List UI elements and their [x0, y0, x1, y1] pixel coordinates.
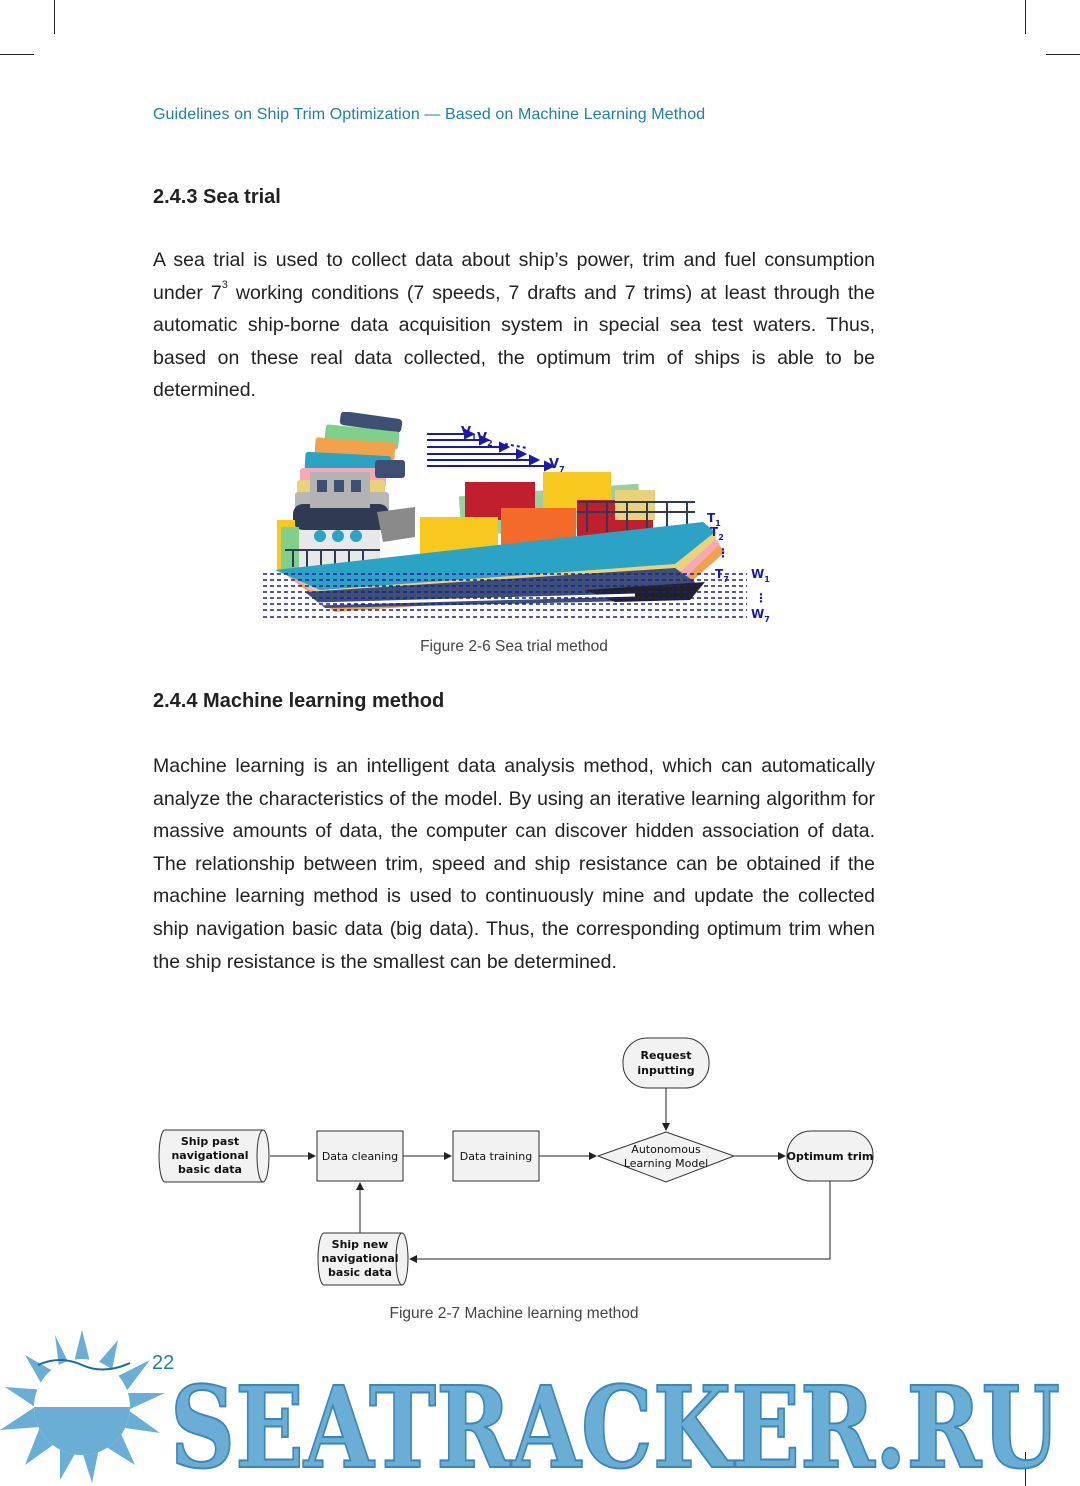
- svg-text:basic data: basic data: [178, 1163, 242, 1176]
- label-w1: W1: [751, 567, 770, 584]
- svg-text:navigational: navigational: [321, 1252, 398, 1265]
- seatracker-watermark: SEATRACKER.RU: [0, 1330, 1061, 1486]
- label-v7: V7: [549, 457, 565, 474]
- crop-mark: [54, 0, 55, 34]
- flowchart-connectors: [270, 1088, 831, 1263]
- machine-learning-paragraph: Machine learning is an intelligent data …: [153, 755, 875, 973]
- svg-text:Ship new: Ship new: [332, 1238, 389, 1251]
- sea-trial-text-a: A sea trial is used to collect data abou…: [153, 249, 875, 304]
- node-autonomous-learning-model: Autonomous Learning Model: [596, 1131, 736, 1183]
- node-optimum-trim: Optimum trim: [786, 1130, 874, 1182]
- sea-trial-figure: V1 V2 V7 T1 T2 ⋮ T7 W1 ⋮ W7: [263, 412, 770, 624]
- label-t2: T2: [710, 525, 724, 542]
- svg-text:Data training: Data training: [460, 1150, 532, 1163]
- crop-mark: [1046, 54, 1080, 55]
- label-t1: T1: [707, 511, 721, 528]
- label-w7: W7: [751, 607, 770, 624]
- page-number: 22: [152, 1352, 175, 1374]
- node-ship-past-data: Ship past navigational basic data: [158, 1129, 270, 1183]
- container-stack: [420, 472, 695, 557]
- svg-text:Request: Request: [641, 1049, 692, 1062]
- crop-mark: [1025, 1452, 1026, 1486]
- machine-learning-flowchart: Ship past navigational basic data Data c…: [158, 1037, 874, 1286]
- waterline-ellipsis: ⋮: [755, 591, 767, 605]
- svg-text:Autonomous: Autonomous: [631, 1143, 701, 1156]
- svg-text:basic data: basic data: [328, 1266, 392, 1279]
- sun-logo: [0, 1330, 165, 1483]
- label-v1: V1: [461, 425, 477, 442]
- node-request-inputting: Request inputting: [622, 1037, 710, 1089]
- section-heading-sea-trial: 2.4.3 Sea trial: [153, 186, 281, 208]
- svg-text:inputting: inputting: [637, 1064, 694, 1077]
- section-heading-machine-learning: 2.4.4 Machine learning method: [153, 690, 445, 712]
- crop-mark: [0, 54, 34, 55]
- svg-text:Learning Model: Learning Model: [624, 1157, 708, 1170]
- label-t7: T7: [715, 567, 729, 584]
- figure-2-7-caption: Figure 2-7 Machine learning method: [389, 1305, 639, 1322]
- running-header: Guidelines on Ship Trim Optimization — B…: [153, 106, 706, 123]
- label-v2: V2: [477, 431, 493, 448]
- sea-trial-paragraph: A sea trial is used to collect data abou…: [153, 244, 875, 407]
- figure-2-6-caption: Figure 2-6 Sea trial method: [420, 638, 608, 655]
- sea-trial-superscript: 3: [221, 279, 228, 292]
- waterlines: [263, 573, 747, 618]
- sea-trial-text-b: working conditions (7 speeds, 7 drafts a…: [153, 281, 875, 402]
- superstructure-stack: [277, 412, 415, 572]
- svg-text:Ship past: Ship past: [181, 1135, 239, 1148]
- svg-text:Data cleaning: Data cleaning: [322, 1150, 398, 1163]
- svg-text:Optimum trim: Optimum trim: [787, 1150, 874, 1163]
- speed-arrows: [427, 428, 556, 472]
- trim-ellipsis: ⋮: [717, 546, 729, 560]
- node-data-cleaning: Data cleaning: [316, 1130, 404, 1182]
- node-data-training: Data training: [452, 1130, 540, 1182]
- svg-text:navigational: navigational: [171, 1149, 248, 1162]
- watermark-text: SEATRACKER.RU: [170, 1363, 1060, 1486]
- node-ship-new-data: Ship new navigational basic data: [317, 1232, 409, 1286]
- crop-mark: [1025, 0, 1026, 34]
